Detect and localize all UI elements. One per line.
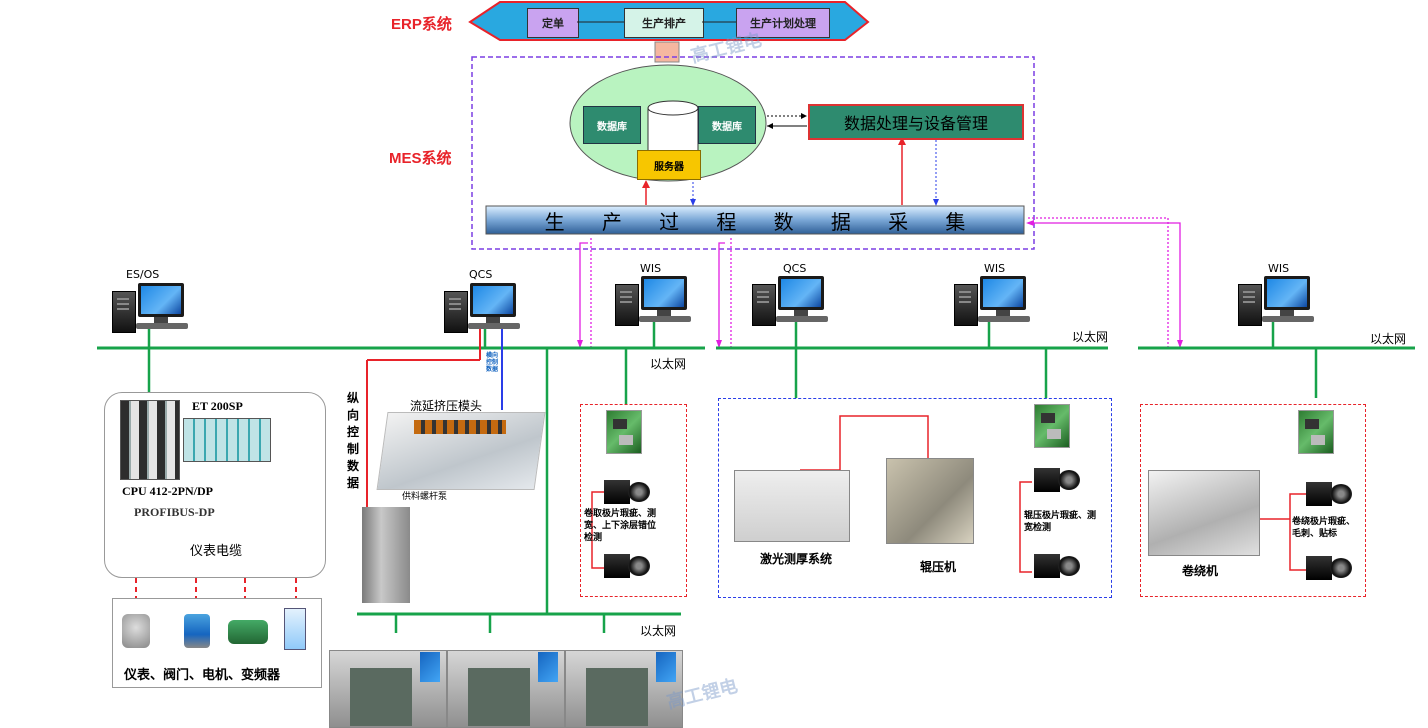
vertical-char: 向 bbox=[347, 408, 360, 422]
roller-inspection-text: 辊压极片瑕疵、测 宽检测 bbox=[1024, 510, 1114, 534]
vertical-char: 制 bbox=[347, 442, 360, 456]
cable-label: 仪表电缆 bbox=[190, 544, 243, 559]
lateral-control-label: 横向控制数据 bbox=[486, 352, 499, 373]
wis-computer-icon bbox=[1238, 276, 1314, 326]
erp-item-scheduling: 生产排产 bbox=[624, 8, 704, 38]
controller-board-image bbox=[1298, 410, 1334, 454]
vertical-char: 纵 bbox=[347, 391, 360, 405]
winding-inspection-frame bbox=[1140, 404, 1366, 597]
vertical-char: 控 bbox=[347, 425, 360, 439]
ethernet-label: 以太网 bbox=[640, 624, 677, 638]
coating-text-line: 卷取极片瑕疵、测 bbox=[584, 509, 657, 519]
wis-label-3: WIS bbox=[1268, 262, 1290, 275]
laser-thickness-system-image bbox=[734, 470, 850, 542]
et200sp-image bbox=[183, 418, 271, 462]
camera-icon bbox=[1034, 466, 1082, 494]
scanner-window bbox=[468, 668, 530, 726]
qcs-label-2: QCS bbox=[783, 262, 807, 275]
roller-press-label: 辊压机 bbox=[920, 560, 957, 574]
camera-icon bbox=[1306, 554, 1354, 582]
scanner-board bbox=[538, 652, 558, 682]
coating-text-line: 宽、上下涂层错位 bbox=[584, 521, 657, 531]
extrusion-heaters bbox=[414, 420, 506, 434]
ethernet-label: 以太网 bbox=[1072, 330, 1109, 344]
rolling-inspection-frame bbox=[718, 398, 1112, 598]
winding-text-line: 卷绕极片瑕疵、 bbox=[1292, 517, 1356, 527]
camera-icon bbox=[604, 478, 652, 506]
roller-text-line: 辊压极片瑕疵、测 bbox=[1024, 511, 1097, 521]
winding-machine-label: 卷绕机 bbox=[1182, 564, 1219, 578]
roller-text-line: 宽检测 bbox=[1024, 523, 1052, 533]
scanner-board bbox=[420, 652, 440, 682]
wis-computer-icon bbox=[954, 276, 1030, 326]
db-right-box: 数据库 bbox=[698, 106, 756, 144]
vertical-char: 数 bbox=[347, 459, 360, 473]
acq-char: 集 bbox=[945, 209, 966, 234]
camera-icon bbox=[1306, 480, 1354, 508]
acq-char: 数 bbox=[773, 209, 794, 234]
scanner-window bbox=[586, 668, 648, 726]
coating-inspection-frame bbox=[580, 404, 687, 597]
acq-char: 生 bbox=[544, 209, 565, 234]
profibus-label: PROFIBUS-DP bbox=[134, 505, 215, 519]
acquisition-label: 生 产 过 程 数 据 采 集 bbox=[486, 206, 1024, 234]
wis-computer-icon bbox=[615, 276, 691, 326]
camera-icon bbox=[1034, 552, 1082, 580]
server-box: 服务器 bbox=[637, 150, 701, 180]
winding-text-line: 毛刺、贴标 bbox=[1292, 529, 1338, 539]
vertical-char: 据 bbox=[347, 476, 360, 490]
winding-machine-image bbox=[1148, 470, 1260, 556]
mes-frame bbox=[471, 56, 1035, 250]
coating-text-line: 检测 bbox=[584, 533, 603, 543]
qcs-label-1: QCS bbox=[469, 268, 493, 281]
processing-box: 数据处理与设备管理 bbox=[808, 104, 1024, 140]
acq-char: 程 bbox=[716, 209, 737, 234]
roller-press-image bbox=[886, 458, 974, 544]
valve-image bbox=[184, 614, 210, 648]
qcs-computer-icon bbox=[444, 283, 520, 333]
db-left-box: 数据库 bbox=[583, 106, 641, 144]
field-devices-label: 仪表、阀门、电机、变频器 bbox=[124, 668, 281, 683]
coating-inspection-text: 卷取极片瑕疵、测 宽、上下涂层错位 检测 bbox=[584, 508, 684, 544]
acq-char: 过 bbox=[659, 209, 680, 234]
erp-item-order: 定单 bbox=[527, 8, 579, 38]
es-os-computer-icon bbox=[112, 283, 188, 333]
cpu-rack-image bbox=[120, 400, 180, 480]
erp-item-planning: 生产计划处理 bbox=[736, 8, 830, 38]
scanner-board bbox=[656, 652, 676, 682]
instrument-image bbox=[122, 614, 150, 648]
et200sp-label: ET 200SP bbox=[192, 399, 243, 413]
controller-board-image bbox=[1034, 404, 1070, 448]
acq-char: 采 bbox=[888, 209, 909, 234]
pump-image bbox=[362, 507, 410, 603]
ethernet-label: 以太网 bbox=[1370, 332, 1407, 346]
controller-board-image bbox=[606, 410, 642, 454]
acq-char: 产 bbox=[601, 209, 622, 234]
mes-label: MES系统 bbox=[389, 150, 452, 167]
cpu-label: CPU 412-2PN/DP bbox=[122, 484, 213, 498]
es-os-label: ES/OS bbox=[126, 268, 160, 281]
motor-image bbox=[228, 620, 268, 644]
inverter-image bbox=[284, 608, 306, 650]
erp-mes-connector bbox=[654, 41, 680, 63]
acq-char: 据 bbox=[830, 209, 851, 234]
extrusion-die-label: 流延挤压模头 bbox=[410, 399, 483, 413]
pump-label: 供料螺杆泵 bbox=[402, 492, 448, 502]
winding-inspection-text: 卷绕极片瑕疵、 毛刺、贴标 bbox=[1292, 516, 1368, 540]
laser-thickness-label: 激光测厚系统 bbox=[760, 552, 833, 566]
ethernet-label: 以太网 bbox=[650, 357, 687, 371]
qcs-computer-icon bbox=[752, 276, 828, 326]
scanner-window bbox=[350, 668, 412, 726]
erp-label: ERP系统 bbox=[391, 16, 452, 33]
wis-label-1: WIS bbox=[640, 262, 662, 275]
acquisition-bar bbox=[485, 205, 1025, 235]
wis-label-2: WIS bbox=[984, 262, 1006, 275]
vertical-control-label: 纵 向 控 制 数 据 bbox=[347, 390, 361, 492]
erp-links bbox=[577, 21, 736, 23]
camera-icon bbox=[604, 552, 652, 580]
